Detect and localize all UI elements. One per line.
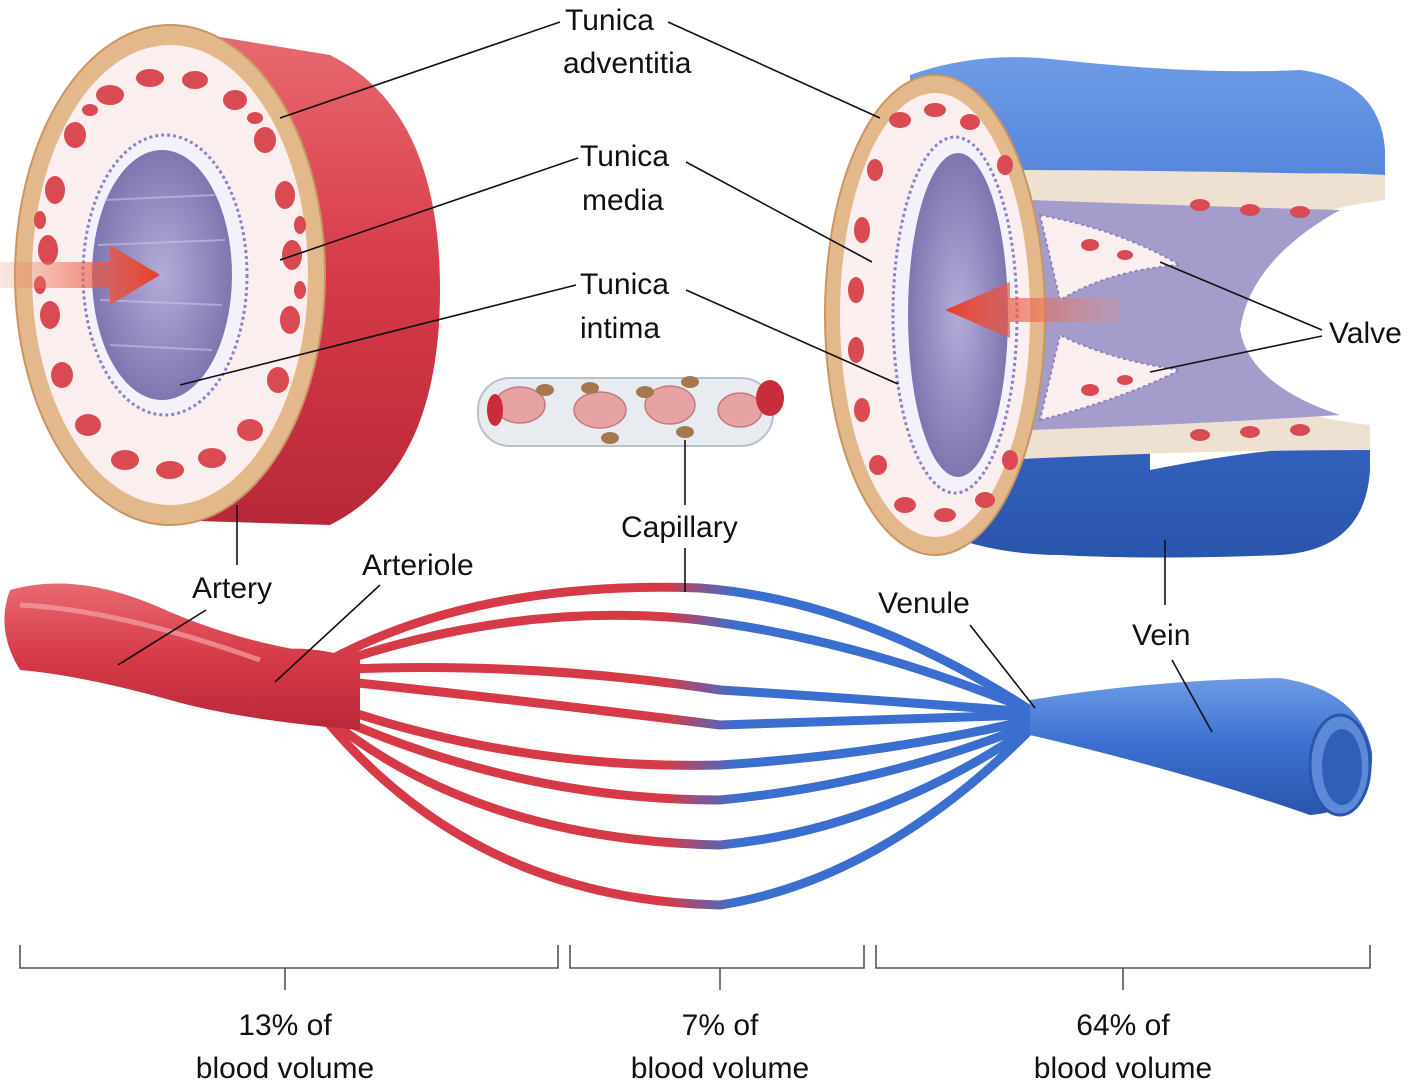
artery-cross-section <box>0 25 440 525</box>
label-venule: Venule <box>878 587 970 620</box>
vein-cutaway <box>825 57 1385 557</box>
label-tunica-intima-line2: intima <box>580 312 660 345</box>
label-tunica-media-line1: Tunica <box>580 140 669 173</box>
blood-volume-capillary-percent: 7% of <box>682 1009 759 1042</box>
label-tunica-media-line2: media <box>582 184 664 217</box>
blood-volume-arterial-text: blood volume <box>196 1052 374 1085</box>
capillary-closeup <box>478 376 784 446</box>
label-tunica-intima-line1: Tunica <box>580 268 669 301</box>
blood-volume-capillary-text: blood volume <box>631 1052 809 1085</box>
blood-volume-brackets: 13% of blood volume 7% of blood volume 6… <box>20 945 1370 1085</box>
label-tunica-adventitia-line2: adventitia <box>563 47 692 80</box>
blood-volume-arterial-percent: 13% of <box>238 1009 332 1042</box>
label-arteriole: Arteriole <box>362 549 474 582</box>
label-tunica-adventitia-line1: Tunica <box>565 4 654 37</box>
blood-volume-venous-text: blood volume <box>1034 1052 1212 1085</box>
label-vein: Vein <box>1132 619 1190 652</box>
blood-volume-venous-percent: 64% of <box>1076 1009 1170 1042</box>
label-artery: Artery <box>192 572 272 605</box>
label-valve: Valve <box>1329 317 1402 350</box>
label-capillary: Capillary <box>621 511 738 544</box>
